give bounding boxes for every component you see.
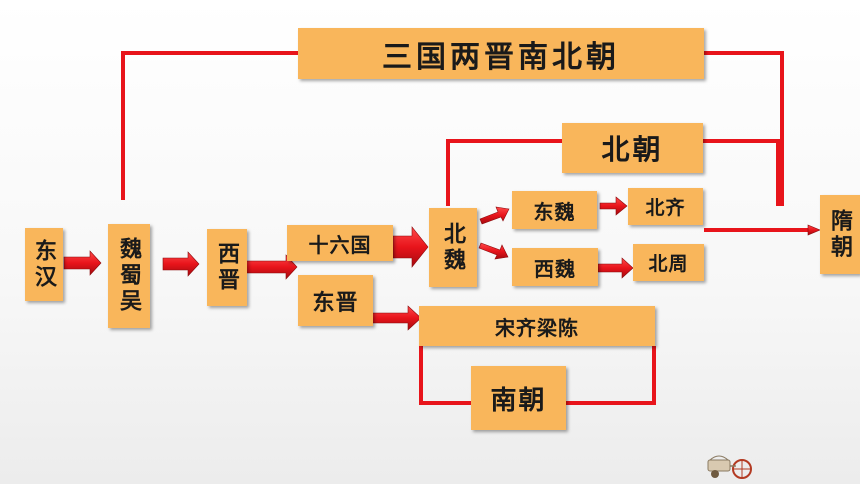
node-xiwei: 西魏 <box>512 248 598 286</box>
node-sui: 隋朝 <box>820 195 860 274</box>
node-weishuwu: 魏蜀吴 <box>108 224 150 328</box>
arrow-xijin-shiliuguo <box>245 254 298 280</box>
node-dongjin-label: 东晋 <box>312 289 359 316</box>
node-beichao-label: 北朝 <box>601 133 664 166</box>
node-xijin: 西晋 <box>207 229 247 306</box>
node-beiqi: 北齐 <box>628 188 703 225</box>
bracket-top <box>121 51 298 200</box>
node-donghan: 东汉 <box>25 228 63 301</box>
node-shiliuguo-label: 十六国 <box>308 232 372 257</box>
bracket-beichao <box>446 139 562 206</box>
node-dongjin: 东晋 <box>298 275 373 326</box>
cart-icon <box>707 455 752 479</box>
title-box: 三国两晋南北朝 <box>298 28 704 79</box>
node-weishuwu-label: 魏蜀吴 <box>116 237 142 315</box>
node-beiqi-label: 北齐 <box>645 197 686 219</box>
arrow-to-sui <box>807 224 821 236</box>
node-dongwei: 东魏 <box>512 191 597 229</box>
node-nanchao-label: 南朝 <box>490 385 547 416</box>
node-sui-label: 隋朝 <box>827 208 853 261</box>
bracket-top-right <box>704 51 784 206</box>
arrow-beiwei-xiwei <box>478 242 509 260</box>
node-beizhou-label: 北周 <box>648 253 689 275</box>
arrow-weishuwu-xijin <box>162 251 200 277</box>
arrow-dongjin-songqiliangchen <box>371 305 422 331</box>
node-shiliuguo: 十六国 <box>287 225 393 261</box>
bracket-nanchao-right <box>566 346 656 405</box>
node-nanchao: 南朝 <box>471 366 566 430</box>
bracket-beichao-right <box>703 139 780 206</box>
node-songqiliangchen-label: 宋齐梁陈 <box>495 315 579 340</box>
node-beiwei-label: 北魏 <box>440 221 466 274</box>
node-beizhou: 北周 <box>633 244 704 281</box>
arrow-donghan-weishuwu <box>63 250 102 276</box>
node-xiwei-label: 西魏 <box>534 256 576 281</box>
node-dongwei-label: 东魏 <box>533 199 576 224</box>
arrow-xiwei-beizhou <box>597 257 634 279</box>
node-xijin-label: 西晋 <box>214 241 240 294</box>
node-beichao: 北朝 <box>562 123 703 173</box>
arrow-beiwei-dongwei <box>479 206 510 225</box>
node-songqiliangchen: 宋齐梁陈 <box>419 306 655 346</box>
node-donghan-label: 东汉 <box>31 238 57 291</box>
bracket-nanchao <box>419 346 471 405</box>
title-label: 三国两晋南北朝 <box>382 39 620 75</box>
node-beiwei: 北魏 <box>429 208 477 287</box>
arrow-dongwei-beiqi <box>599 196 628 216</box>
arrow-shiliuguo-beiwei <box>392 226 429 268</box>
